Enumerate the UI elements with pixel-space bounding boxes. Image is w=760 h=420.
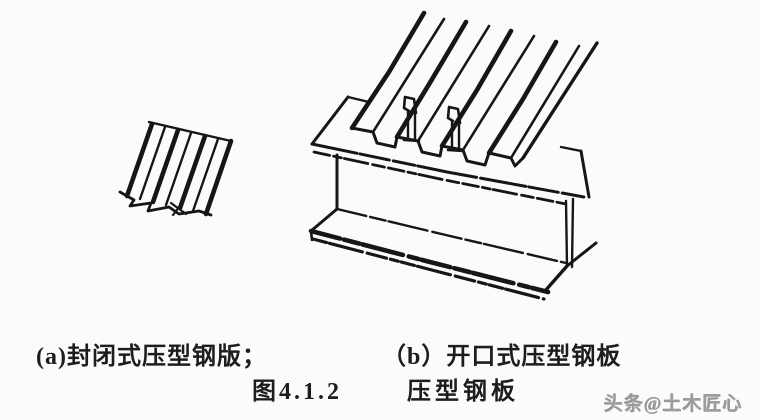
figure-title: 压型钢板 <box>407 379 519 405</box>
open-profile-sheet-on-ibeam-drawing <box>308 10 599 301</box>
shear-studs <box>402 95 465 153</box>
figure-number: 图4.1.2 <box>252 379 342 405</box>
closed-profile-sheet-drawing <box>118 120 234 217</box>
decking-ribs <box>349 10 599 168</box>
caption-a-closed-type: (a)封闭式压型钢版； <box>36 344 267 370</box>
caption-b-open-type: （b）开口式压型钢板 <box>382 344 622 370</box>
figure-illustrations <box>118 10 599 301</box>
ibeam <box>308 95 598 301</box>
watermark-text: 头条@土木匠心 <box>604 394 743 415</box>
